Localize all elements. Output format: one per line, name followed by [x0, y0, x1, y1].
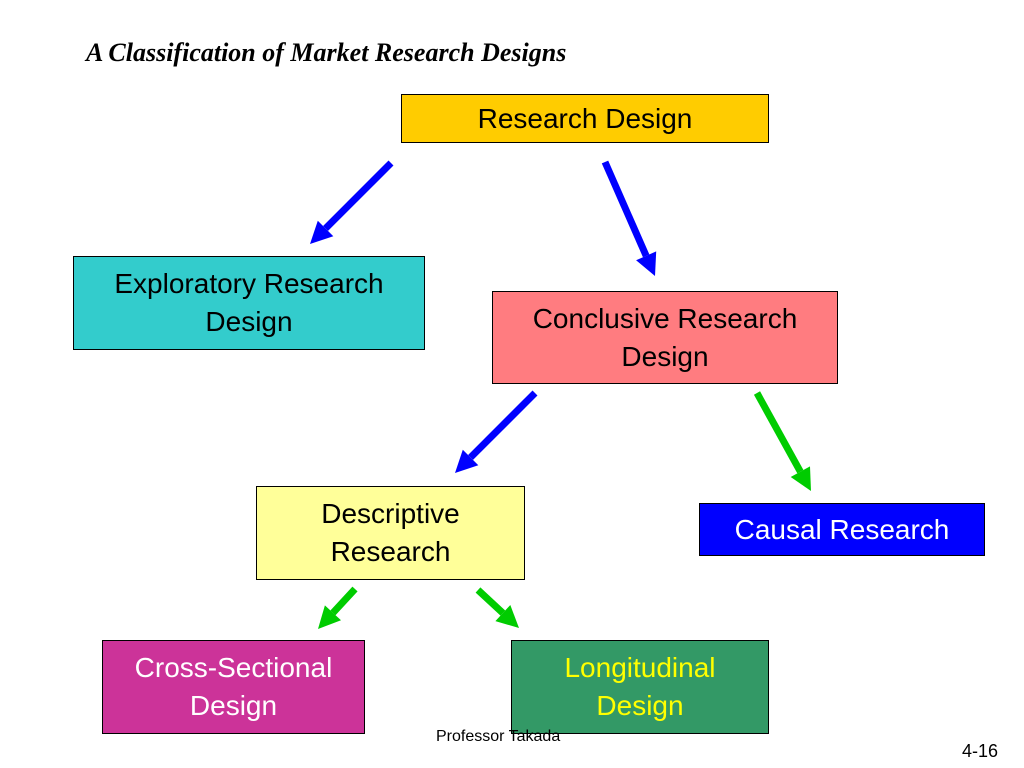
footer-author: Professor Takada	[436, 728, 561, 745]
cross-sectional-line-2: Design	[189, 690, 278, 721]
causal-research-box: Causal Research	[699, 503, 985, 556]
descriptive-line-1: Descriptive	[321, 498, 460, 529]
arrow-descriptive-to-cross_sectional-head	[318, 605, 341, 629]
cross-sectional-design-box: Cross-Sectional Design	[102, 640, 365, 734]
arrow-conclusive-to-descriptive-shaft	[468, 390, 538, 460]
arrow-research_design-to-conclusive-shaft	[601, 160, 650, 258]
exploratory-research-design-box: Exploratory Research Design	[73, 256, 425, 350]
research-design-line-1: Research Design	[477, 102, 693, 134]
causal-line-1: Causal Research	[734, 513, 950, 545]
longitudinal-line-1: Longitudinal	[564, 652, 716, 683]
descriptive-line-2: Research	[330, 536, 451, 567]
slide-title: A Classification of Market Research Desi…	[86, 38, 567, 67]
exploratory-line-2: Design	[205, 306, 293, 337]
conclusive-research-design-box: Conclusive Research Design	[492, 291, 838, 384]
cross-sectional-line-1: Cross-Sectional	[134, 652, 333, 683]
longitudinal-design-box: Longitudinal Design	[511, 640, 769, 734]
arrow-conclusive-to-causal-shaft	[753, 391, 804, 474]
longitudinal-line-2: Design	[596, 690, 684, 721]
conclusive-line-1: Conclusive Research	[532, 302, 798, 334]
arrow-descriptive-to-longitudinal-shaft	[475, 587, 506, 616]
slide-number: 4-16	[962, 741, 999, 761]
arrow-conclusive-to-descriptive-head	[455, 449, 479, 473]
conclusive-line-2: Design	[621, 340, 709, 372]
arrow-conclusive-to-causal-head	[790, 466, 811, 491]
arrow-research_design-to-conclusive-head	[636, 251, 657, 276]
arrow-research_design-to-exploratory-shaft	[323, 160, 394, 231]
arrow-descriptive-to-cross_sectional-shaft	[330, 586, 358, 616]
exploratory-line-1: Exploratory Research	[114, 268, 384, 299]
arrow-descriptive-to-longitudinal-head	[495, 605, 519, 628]
descriptive-research-box: Descriptive Research	[256, 486, 525, 580]
arrow-research_design-to-exploratory-head	[310, 220, 334, 244]
research-design-box: Research Design	[401, 94, 769, 143]
